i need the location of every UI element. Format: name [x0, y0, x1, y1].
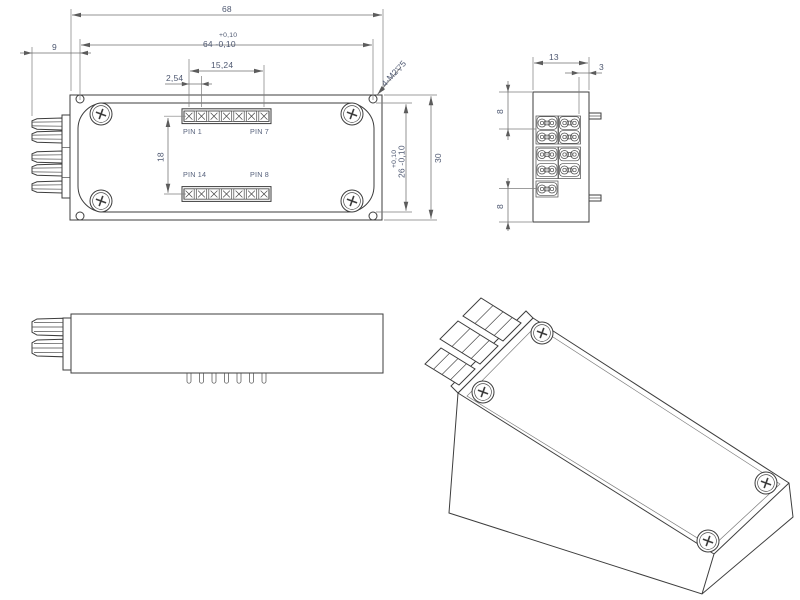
screw-icon — [754, 471, 778, 495]
isometric-view — [424, 297, 794, 595]
top-view-dimensions: 68 +0,10 64 -0,10 9 15,24 2,54 18 +0,10 … — [20, 4, 443, 221]
fiber-boot — [31, 338, 64, 358]
dim-cover-height-tol: +0,10 — [391, 150, 398, 168]
dim-cover-width: 64 -0,10 — [203, 39, 236, 49]
screw-icon — [89, 102, 113, 126]
dim-cover-height: 26 -0,10 — [397, 145, 407, 178]
dim-cover-width-tol: +0,10 — [219, 32, 237, 39]
corner-hole — [75, 211, 85, 221]
top-view: PIN 1 PIN 7 PIN 14 PIN 8 — [31, 94, 383, 221]
fiber-connectors-top-view — [31, 114, 71, 199]
dim-pin-pitch: 2,54 — [166, 73, 183, 83]
mounting-pins-end-view — [588, 112, 602, 202]
pin8-label: PIN 8 — [250, 170, 269, 179]
screw-icon — [471, 380, 495, 404]
dim-end-top-offset: 8 — [495, 109, 505, 114]
screw-icon — [340, 189, 364, 213]
fiber-boots-iso — [424, 297, 522, 386]
dim-end-edge-offset: 3 — [599, 62, 604, 72]
dim-row-spacing: 18 — [156, 152, 166, 162]
dim-overall-height: 30 — [433, 153, 443, 163]
dim-end-bottom-offset: 8 — [495, 204, 505, 209]
screw-icon — [340, 102, 364, 126]
dim-overall-width: 68 — [222, 4, 232, 14]
dim-connector-stickout: 9 — [52, 42, 57, 52]
end-view — [532, 91, 602, 223]
screw-icon — [89, 189, 113, 213]
dim-pin-span: 15,24 — [211, 60, 233, 70]
screw-icon — [696, 529, 720, 553]
corner-hole — [368, 211, 378, 221]
fiber-boot — [31, 317, 64, 337]
end-view-dimensions: 13 3 8 8 — [495, 52, 604, 231]
pin7-label: PIN 7 — [250, 127, 269, 136]
pin1-label: PIN 1 — [183, 127, 202, 136]
side-view — [31, 313, 384, 384]
pin14-label: PIN 14 — [183, 170, 206, 179]
dim-end-width: 13 — [549, 52, 559, 62]
screw-icon — [530, 321, 554, 345]
